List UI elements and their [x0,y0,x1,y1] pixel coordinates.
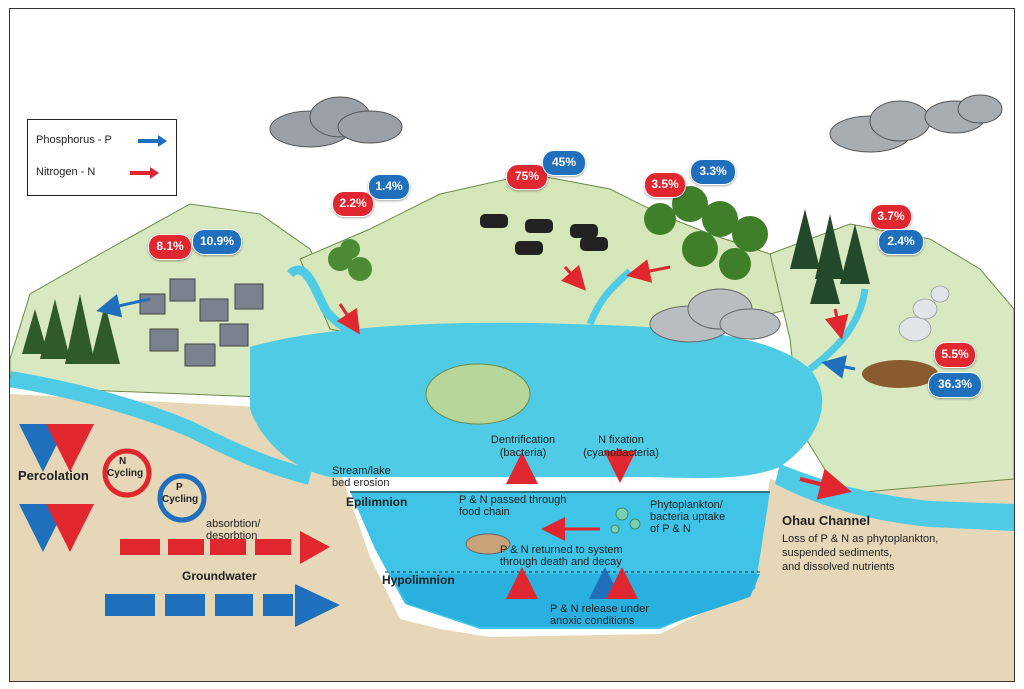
arrow-pine [824,308,849,340]
diagram-frame: Phosphorus - P Nitrogen - N 8.1% 10.9% 2… [9,8,1015,682]
returned-label-1: P & N returned to system [500,544,623,556]
cloud-west [269,96,403,148]
fixation-label-2: (cyanobacteria) [583,447,659,459]
arrow-native [626,259,671,283]
release-label-1: P & N release under [550,603,649,615]
percolation-label: Percolation [18,468,89,483]
food-chain-label-1: P & N passed through [459,494,567,506]
badge-native-phosphorus: 3.3% [690,159,736,185]
arrow-urban [96,294,151,318]
trees-west-stream [328,239,372,281]
returned-label-2: through death and decay [500,556,622,568]
ohau-channel-text-3: and dissolved nutrients [782,561,895,573]
native-forest [644,186,768,280]
pine-trees-west [22,294,120,364]
cloud-east [829,94,1003,153]
badge-urban-phosphorus: 10.9% [192,229,242,255]
badge-urban-nitrogen: 8.1% [148,234,192,260]
stream-southwest [10,371,313,485]
legend-phosphorus: Phosphorus - P [36,134,112,146]
dentrification-label-1: Dentrification [490,434,556,446]
phytoplankton [610,507,641,534]
uptake-label-3: of P & N [650,523,691,535]
groundwater-label: Groundwater [182,569,257,583]
fish [465,533,511,555]
groundwater-n [120,531,330,564]
n-cycling-label-1: N [119,456,127,467]
groundwater-p [105,584,340,627]
p-cycling-loop [157,473,207,523]
legend-nitrogen: Nitrogen - N [36,166,96,178]
erosion-label-1: Stream/lake [332,465,391,477]
arrow-channel-out [799,468,852,500]
houses [139,278,264,367]
arrow-geothermal [821,355,856,379]
lake [250,322,823,478]
badge-geothermal-phosphorus: 36.3% [928,372,982,398]
n-cycling-loop [102,448,152,498]
stream-north [586,268,633,326]
cloud-lake [649,288,781,343]
badge-pasture-phosphorus: 45% [542,150,586,176]
ohau-channel [775,464,1014,531]
absorption-label-1: absorbtion/ [206,518,261,530]
fixation-label-1: N fixation [598,434,644,446]
uptake-label-1: Phytoplankton/ [650,499,723,511]
island [425,363,531,425]
hypolimnion-zone [390,574,760,627]
cows [480,214,608,255]
p-cycling-label-2: Cycling [162,494,199,505]
uptake-label-2: bacteria uptake [650,511,726,523]
badge-pine-phosphorus: 2.4% [878,229,924,255]
badge-stream-nitrogen: 2.2% [332,191,374,217]
badge-geothermal-nitrogen: 5.5% [934,342,976,368]
ohau-channel-text-2: suspended sediments, [782,547,893,559]
arrow-pasture [561,264,586,291]
food-chain-label-2: food chain [459,506,510,518]
ohau-channel-text-1: Loss of P & N as phytoplankton, [782,533,939,545]
nitrogen-arrow-icon [130,167,159,179]
phosphorus-arrow-icon [138,135,167,147]
steam [898,285,950,342]
badge-stream-phosphorus: 1.4% [368,174,410,200]
pine-forest [790,209,870,304]
arrow-stream-west [336,303,360,335]
hypolimnion-label: Hypolimnion [382,573,455,587]
ohau-channel-title: Ohau Channel [782,513,871,528]
dentrification-label-2: (bacteria) [499,447,547,459]
badge-pine-nitrogen: 3.7% [870,204,912,230]
n-cycling-label-2: Cycling [107,468,144,479]
landscape-illustration [10,94,1014,681]
epilimnion-label: Epilimnion [346,495,408,509]
release-label-2: anoxic conditions [550,615,635,627]
badge-pasture-nitrogen: 75% [506,164,548,190]
legend: Phosphorus - P Nitrogen - N [27,119,177,196]
absorption-label-2: desorbtion [206,530,258,542]
badge-native-nitrogen: 3.5% [644,172,686,198]
erosion-label-2: bed erosion [332,477,390,489]
geothermal-vent [862,360,938,388]
p-cycling-label-1: P [176,482,183,493]
